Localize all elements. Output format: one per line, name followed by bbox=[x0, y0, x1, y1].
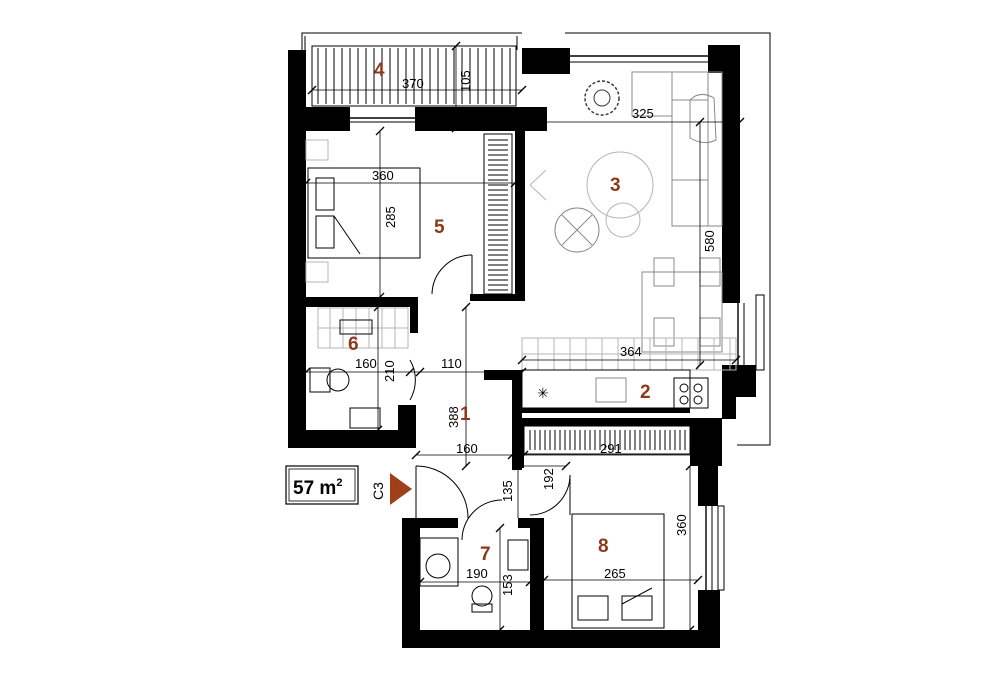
dimension-labels: 370 105 325 360 285 580 160 210 110 364 … bbox=[355, 70, 717, 596]
dim-bedroom8-depth: 360 bbox=[674, 514, 689, 536]
bedroom5-furniture bbox=[305, 133, 513, 295]
dim-bedroom5-width: 360 bbox=[372, 168, 394, 183]
dim-living-length: 580 bbox=[702, 230, 717, 252]
room-number-4: 4 bbox=[374, 60, 385, 81]
dim-hall-length: 388 bbox=[446, 406, 461, 428]
room-number-3: 3 bbox=[610, 175, 621, 196]
walls bbox=[288, 45, 756, 648]
entrance-door bbox=[415, 465, 469, 519]
balcony-railing bbox=[311, 45, 517, 107]
dim-bedroom8-width: 265 bbox=[604, 566, 626, 581]
dim-bath6-depth: 210 bbox=[382, 360, 397, 382]
dim-corridor-length: 135 bbox=[500, 480, 515, 502]
dim-wardrobe-width: 291 bbox=[600, 441, 622, 456]
dim-living-width: 325 bbox=[632, 106, 654, 121]
dim-balcony-width: 370 bbox=[402, 76, 424, 91]
room-number-1: 1 bbox=[460, 404, 471, 425]
dim-wc7-depth: 153 bbox=[500, 574, 515, 596]
dimension-ticks bbox=[301, 41, 745, 635]
dim-balcony-depth: 105 bbox=[458, 70, 473, 92]
dim-kitchen-width: 364 bbox=[620, 344, 642, 359]
room-number-8: 8 bbox=[598, 536, 609, 557]
dim-hall-width-bottom: 160 bbox=[456, 441, 478, 456]
wc7-fixtures bbox=[419, 499, 529, 613]
windows bbox=[350, 55, 765, 591]
dim-wc7-width: 190 bbox=[466, 566, 488, 581]
unit-label: C3 bbox=[370, 482, 386, 500]
room-number-2: 2 bbox=[640, 382, 651, 403]
area-value: 57 m2 bbox=[293, 477, 342, 499]
entrance-arrow-icon bbox=[390, 473, 412, 505]
dim-bedroom5-depth: 285 bbox=[383, 206, 398, 228]
living-furniture bbox=[529, 71, 723, 353]
plant-icon bbox=[584, 80, 620, 116]
svg-text:✳: ✳ bbox=[537, 385, 549, 401]
bedroom8-furniture bbox=[523, 425, 691, 629]
dim-hall-width-top: 110 bbox=[441, 356, 462, 371]
dimension-lines bbox=[306, 46, 740, 630]
area-box: 57 m2 bbox=[285, 465, 359, 505]
room-numbers: 1 2 3 4 5 6 7 8 bbox=[348, 60, 651, 565]
dim-corridor-width: 192 bbox=[541, 468, 556, 490]
room-number-5: 5 bbox=[434, 217, 445, 238]
room-number-7: 7 bbox=[480, 544, 491, 565]
dim-bath6-width: 160 bbox=[355, 356, 377, 371]
room-number-6: 6 bbox=[348, 334, 359, 355]
bathroom6-fixtures bbox=[309, 307, 416, 429]
entrance-marker: C3 bbox=[370, 473, 412, 505]
